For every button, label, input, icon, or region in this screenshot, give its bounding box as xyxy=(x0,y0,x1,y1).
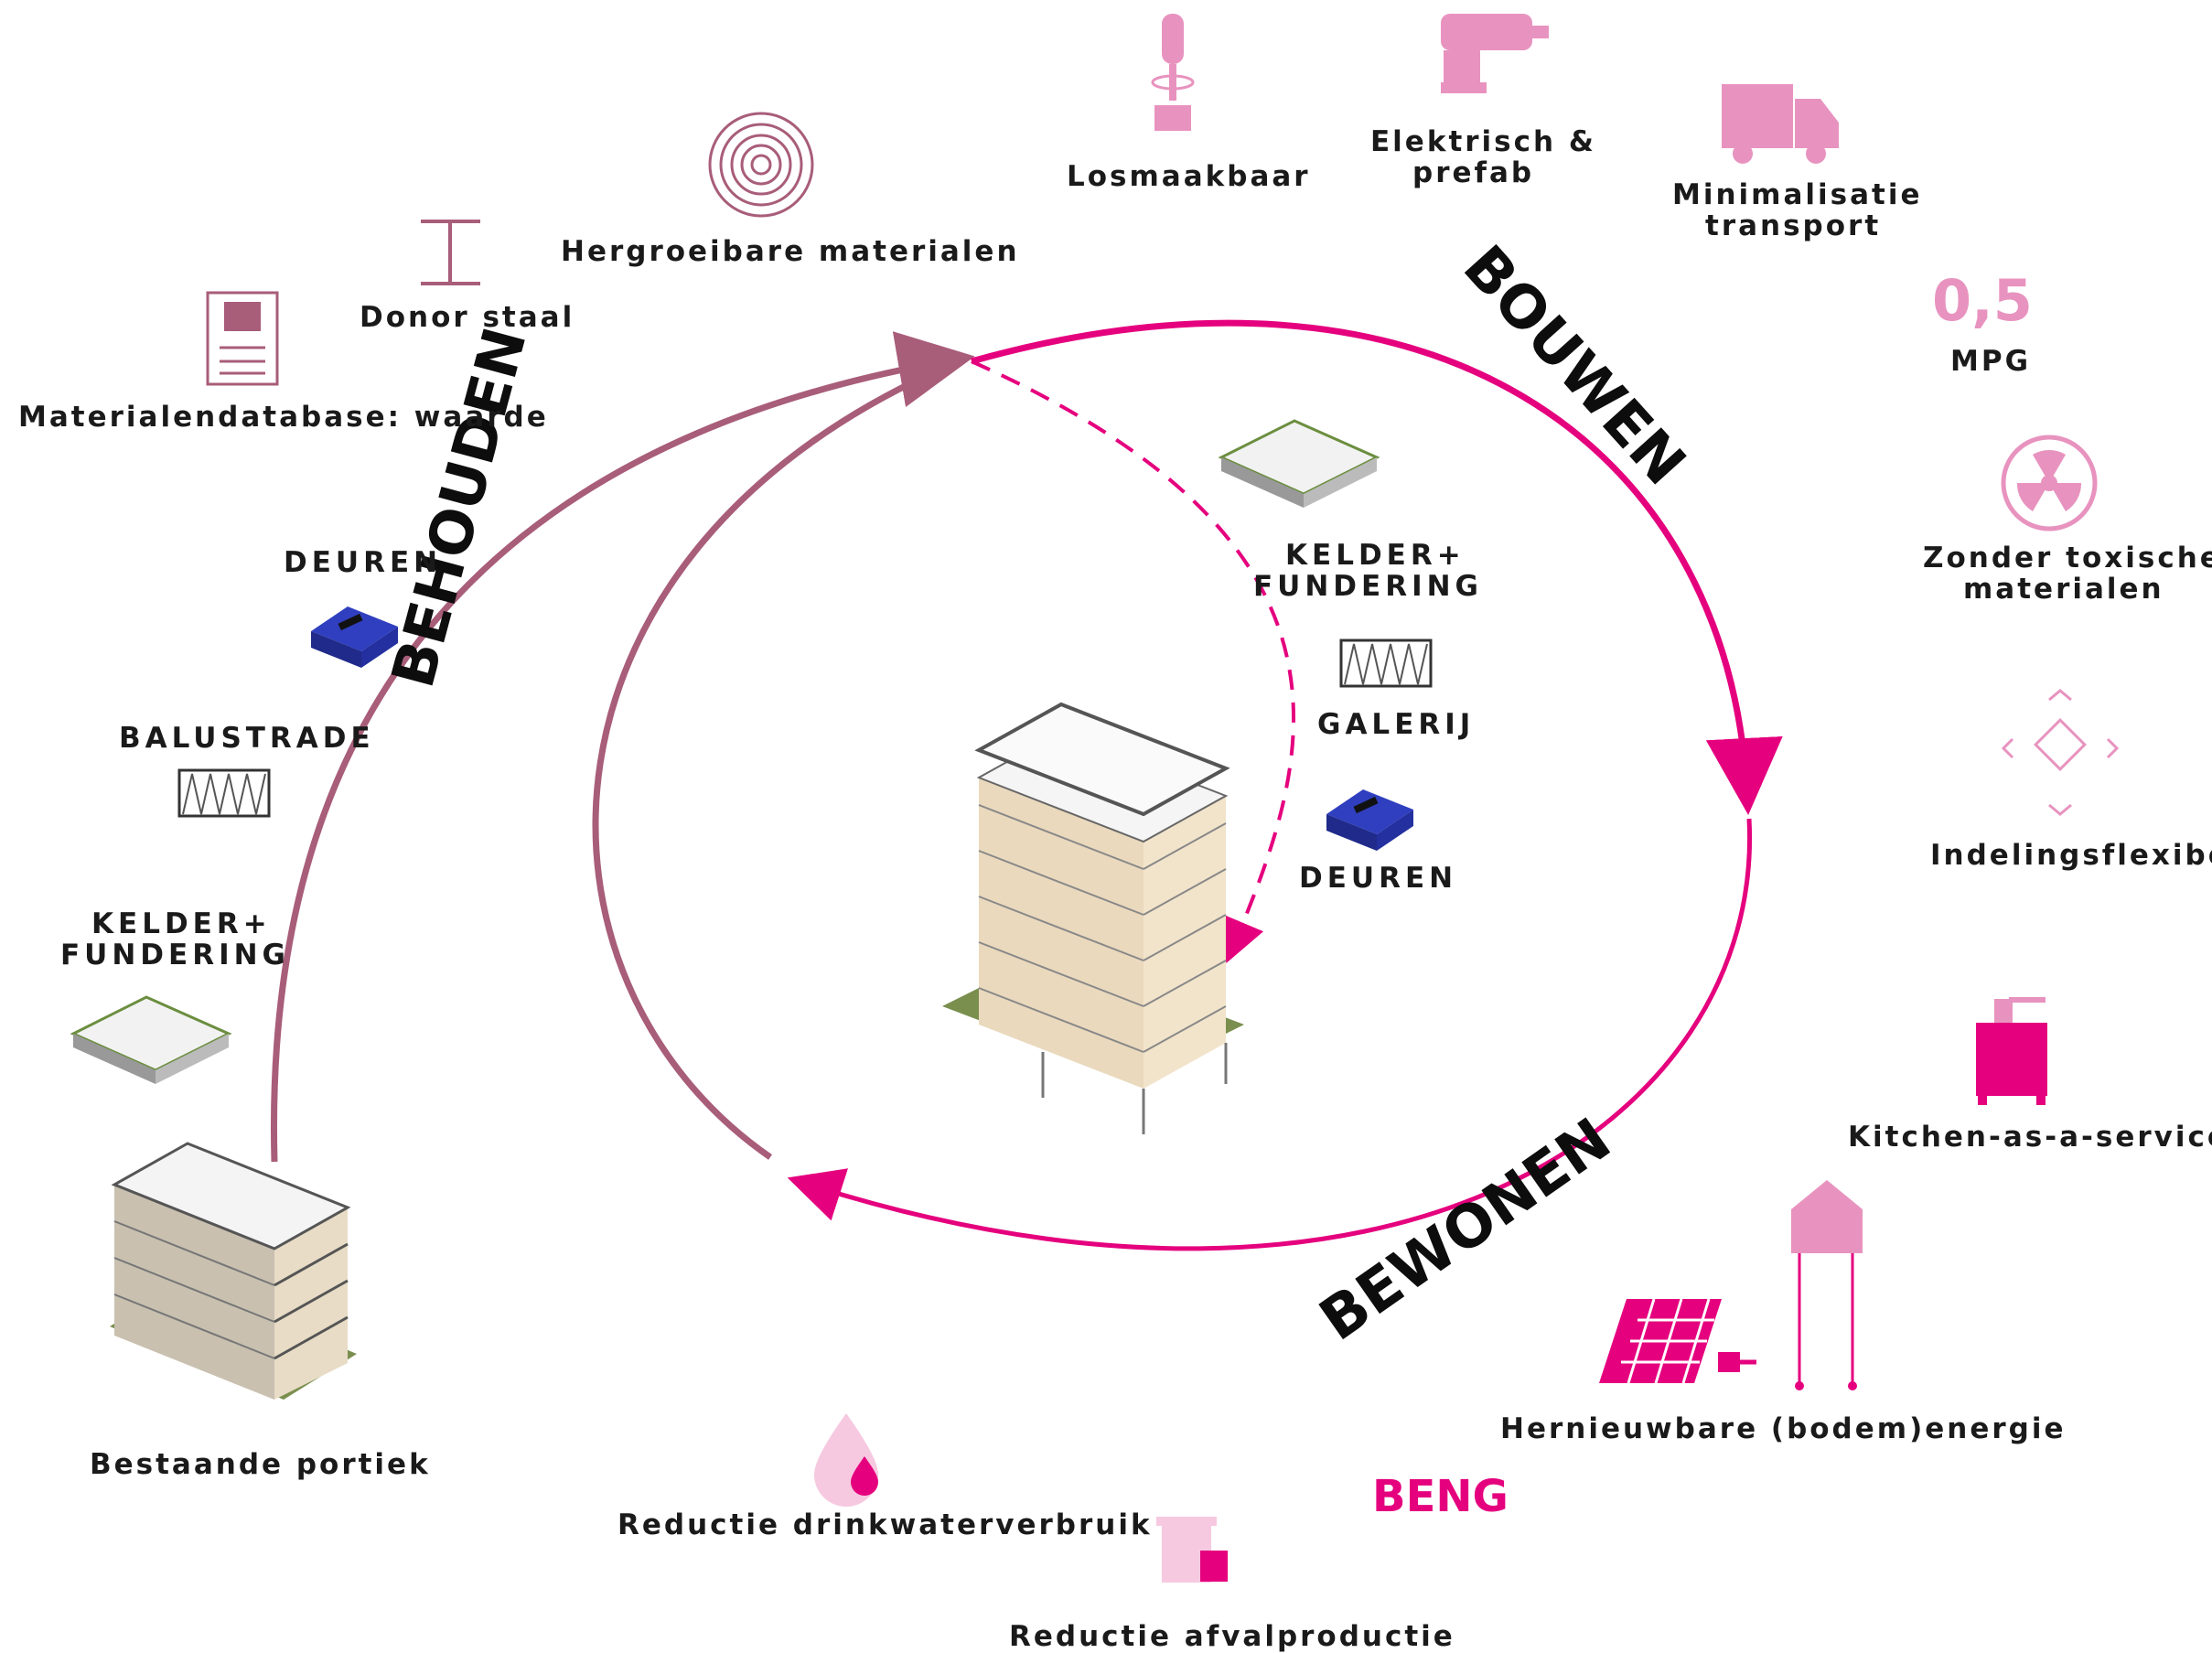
mpg-label: MPG xyxy=(1950,345,2032,378)
elektrisch-line1: Elektrisch & xyxy=(1370,125,1596,158)
deuren-left-label: DEUREN xyxy=(284,546,443,579)
kelder-inner-line2: FUNDERING xyxy=(1253,570,1483,603)
losmaakbaar-label: Losmaakbaar xyxy=(1067,160,1311,193)
power-drill-icon xyxy=(1441,14,1549,93)
doors-stack-inner xyxy=(1326,789,1413,851)
materialendatabase-label: Materialendatabase: waarde xyxy=(18,401,549,434)
galerij-railing-icon xyxy=(1339,639,1433,688)
tree-rings-icon xyxy=(708,112,814,218)
drinkwater-label: Reductie drinkwaterverbruik xyxy=(617,1508,1153,1541)
kelder-inner-line1: KELDER+ xyxy=(1285,539,1466,572)
truck-icon xyxy=(1722,84,1839,164)
kelder-model-inner xyxy=(1218,419,1380,508)
minimalisatie-line1: Minimalisatie xyxy=(1672,178,1923,211)
galerij-label: GALERIJ xyxy=(1317,708,1476,741)
steel-beam-icon xyxy=(421,220,480,285)
behouden-outer-arrow xyxy=(271,331,975,1163)
balustrade-railing-icon xyxy=(177,768,271,818)
minimalisatie-line2: transport xyxy=(1705,209,1882,242)
toxisch-line1: Zonder toxische xyxy=(1923,542,2212,574)
kelder-left-line2: FUNDERING xyxy=(60,939,290,971)
kelder-model-left xyxy=(70,995,232,1084)
solar-panel-plug-icon xyxy=(1599,1298,1756,1384)
bewonen-arrow xyxy=(787,818,1753,1251)
deuren-inner-label: DEUREN xyxy=(1299,862,1458,895)
hergroeibare-label: Hergroeibare materialen xyxy=(561,235,1020,268)
elektrisch-line2: prefab xyxy=(1412,156,1535,189)
behouden-inner-arrow xyxy=(592,358,961,1160)
toxisch-line2: materialen xyxy=(1963,573,2164,606)
water-drop-icon xyxy=(814,1413,878,1507)
kitchen-unit-icon xyxy=(1976,997,2047,1105)
existing-portiek-building xyxy=(110,1142,357,1400)
doors-stack-left xyxy=(311,606,398,668)
hernieuwbare-label: Hernieuwbare (bodem)energie xyxy=(1500,1412,2067,1445)
beng-label: BENG xyxy=(1372,1471,1509,1522)
bestaande-portiek-label: Bestaande portiek xyxy=(90,1448,431,1481)
screwdriver-icon xyxy=(1151,14,1195,131)
trash-bin-icon xyxy=(1156,1517,1228,1583)
dashed-reuse-arrow xyxy=(971,360,1295,964)
geothermal-house-icon xyxy=(1791,1180,1863,1390)
kelder-left-line1: KELDER+ xyxy=(91,907,272,940)
afval-label: Reductie afvalproductie xyxy=(1009,1620,1455,1653)
flexible-layout-icon xyxy=(2001,689,2120,816)
balustrade-label: BALUSTRADE xyxy=(119,722,375,755)
radiation-icon xyxy=(2001,435,2098,531)
donor-staal-label: Donor staal xyxy=(360,301,575,334)
new-tower-building xyxy=(942,702,1244,1134)
document-building-icon xyxy=(206,291,279,386)
indeling-label: Indelingsflexibel xyxy=(1930,839,2212,872)
mpg-value: 0,5 xyxy=(1932,267,2033,334)
bouwen-arrow xyxy=(971,319,1783,815)
kitchen-label: Kitchen-as-a-service xyxy=(1848,1121,2212,1154)
